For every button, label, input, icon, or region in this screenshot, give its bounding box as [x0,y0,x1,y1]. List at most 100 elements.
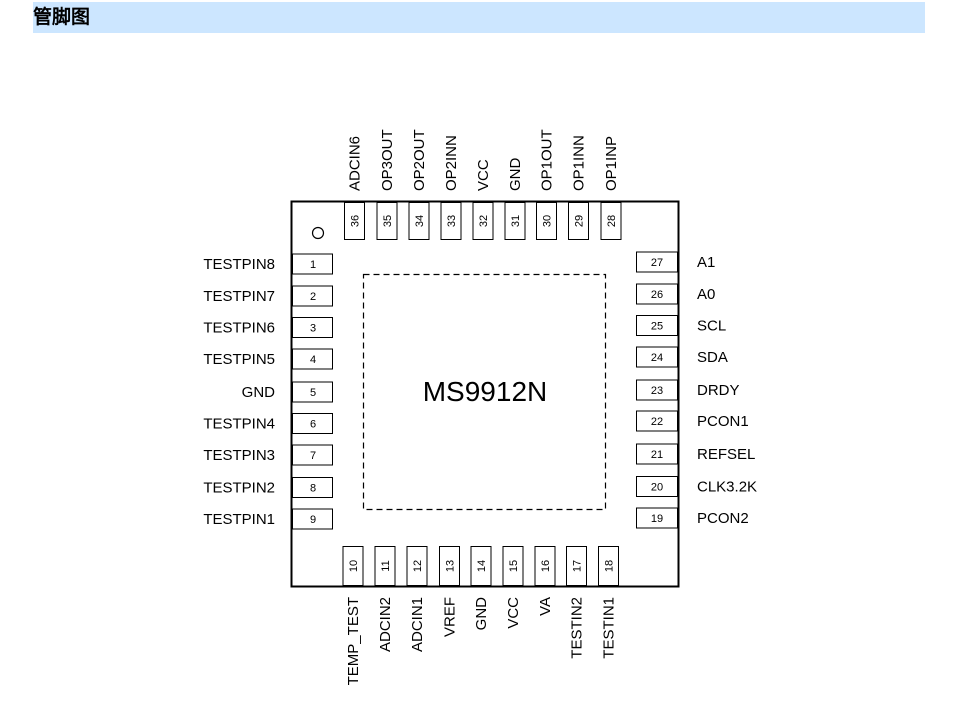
pin-label: TESTIN2 [569,597,586,659]
pin-pad-bottom [439,546,460,586]
pin-label: GND [473,597,490,631]
pin-pad-top [600,202,622,240]
pin-label: VCC [475,159,492,191]
pin-label: TESTPIN1 [203,511,275,528]
pin-number: 18 [604,560,616,572]
pin-number: 6 [310,419,316,431]
pin-number: 27 [651,257,663,269]
pin-pad-bottom [534,546,556,586]
pin-pad-right [636,476,678,497]
pin-label: TESTPIN3 [203,447,275,464]
section-header-bar: 管脚图 [33,2,925,33]
pin-number: 23 [651,385,663,397]
pin-pad-left [292,508,333,530]
pin-pad-bottom [470,546,492,586]
exposed-pad-outline [362,273,607,511]
pin-number: 14 [476,560,488,572]
pin-number: 4 [310,354,316,366]
pin-number: 26 [651,289,663,301]
pin-number: 13 [445,560,457,572]
pin-label: OP2OUT [411,129,428,191]
pin-number: 32 [478,215,490,227]
pin-label: TESTPIN6 [203,320,275,337]
pin-pad-left [292,253,333,275]
pin-pad-bottom [502,546,524,586]
pin-label: ADCIN2 [377,597,394,652]
pin-number: 29 [574,215,586,227]
pin-pad-top [376,202,398,240]
pin-number: 25 [651,321,663,333]
pin-pad-top [440,202,462,240]
pin-pad-top [568,202,589,240]
pin-pad-bottom [406,546,428,586]
pin-number: 15 [508,560,520,572]
pin-pad-left [292,381,333,403]
pin-number: 20 [651,482,663,494]
pin-label: GND [507,158,524,192]
pin-number: 7 [310,450,316,462]
pin-number: 8 [310,483,316,495]
pin-pad-right [636,346,678,368]
pin-number: 30 [542,215,554,227]
pin-label: OP1INP [603,136,620,191]
pin-pad-left [292,477,333,498]
pin-label: VA [537,597,554,616]
pin-pad-right [636,379,678,401]
pin-number: 31 [510,215,522,227]
pin-number: 10 [348,560,360,572]
pin-label: REFSEL [697,446,755,463]
pin-label: TESTPIN5 [203,351,275,368]
pin-pad-left [292,317,333,338]
pin-label: OP1INN [571,135,588,191]
pin-label: A0 [697,286,715,303]
pin-label: SCL [697,318,726,335]
pin-pad-bottom [342,546,364,586]
pin-number: 12 [412,560,424,572]
pin-label: OP3OUT [379,129,396,191]
pin-number: 24 [651,352,663,364]
pin-label: TESTIN1 [601,597,618,659]
pin-pad-right [636,410,678,432]
pin-label: TESTPIN7 [203,288,275,305]
pin-number: 28 [606,215,618,227]
pin-label: SDA [697,349,728,366]
pin-label: ADCIN6 [347,136,364,191]
pin-number: 21 [651,449,663,461]
pin-pad-left [292,444,333,466]
pin-label: TESTPIN4 [203,416,275,433]
pin-label: OP2INN [443,135,460,191]
pin-number: 2 [310,291,316,303]
pin-pad-top [472,202,494,240]
pin-pad-right [636,507,678,529]
pin-label: DRDY [697,382,740,399]
chip-name: MS9912N [423,376,548,407]
pin-label: TEMP_TEST [345,597,362,685]
pin-label: VREF [442,597,459,637]
pin-number: 33 [446,215,458,227]
pin-number: 22 [651,416,663,428]
pin-number: 19 [651,513,663,525]
pin-number: 1 [310,259,316,271]
pin-pad-right [636,443,678,465]
pin-number: 17 [572,560,584,572]
pin-pad-left [292,348,333,370]
pin-label: GND [242,384,276,401]
pin-label: ADCIN1 [409,597,426,652]
pin-label: PCON1 [697,413,749,430]
pin-label: PCON2 [697,510,749,527]
pin-label: OP1OUT [539,129,556,191]
pin-pad-top [504,202,526,240]
pin-pad-left [292,285,333,307]
pin-label: CLK3.2K [697,479,757,496]
pin-number: 35 [382,215,394,227]
pin-number: 34 [414,215,426,227]
pin-pad-bottom [374,546,396,586]
pin-number: 36 [350,215,362,227]
pin-number: 5 [310,387,316,399]
pin-number: 9 [310,514,316,526]
pin-label: TESTPIN2 [203,480,275,497]
chip-package-outline [290,200,680,588]
pin-pad-top [344,202,365,240]
pin-pad-bottom [566,546,587,586]
